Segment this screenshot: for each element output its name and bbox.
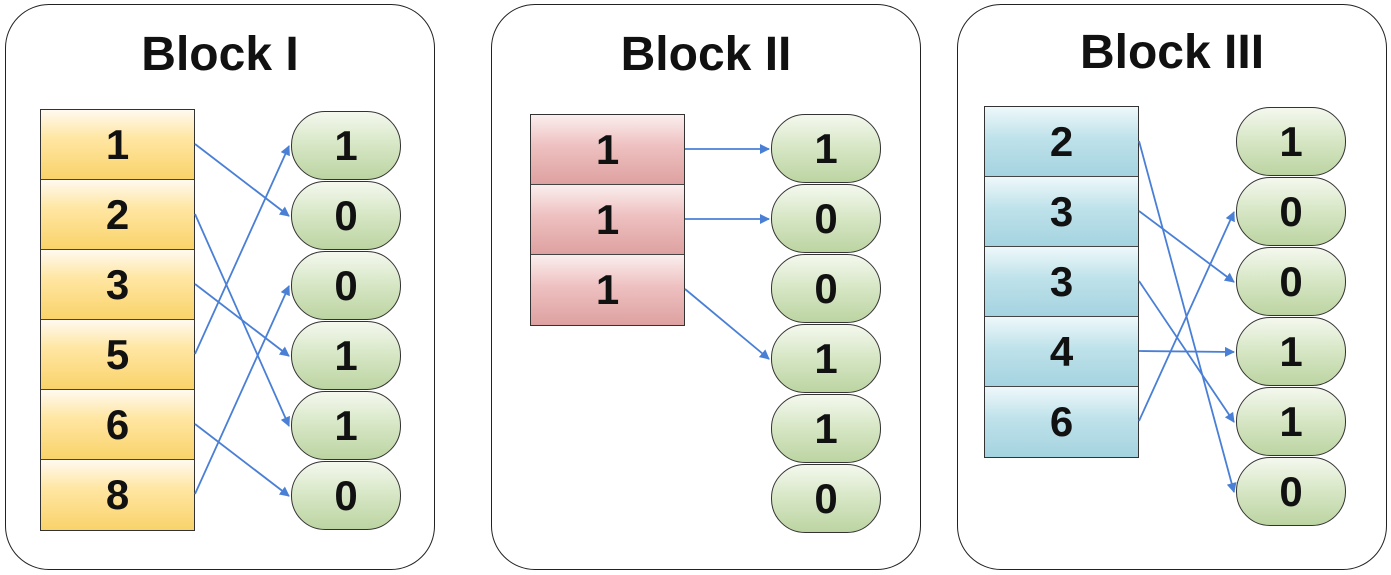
block-3-bit-6: 0 <box>1236 457 1346 526</box>
block-2-input-cell-1: 1 <box>531 115 684 185</box>
block-2-title: Block II <box>620 28 792 81</box>
block-3-bit-5: 1 <box>1236 387 1346 456</box>
block-1-input-cell-1: 1 <box>41 110 194 180</box>
block-3-bit-1: 1 <box>1236 107 1346 176</box>
block-3-input-cell-3: 3 <box>985 247 1138 317</box>
block-3-bit-2: 0 <box>1236 177 1346 246</box>
block-1-input-column: 1 2 3 5 6 8 <box>40 109 195 531</box>
block-2-bit-6: 0 <box>771 464 881 533</box>
block-1-bit-1: 1 <box>291 111 401 180</box>
block-1-input-cell-2: 2 <box>41 180 194 250</box>
block-1-input-cell-6: 8 <box>41 460 194 530</box>
block-1-input-cell-5: 6 <box>41 390 194 460</box>
block-1-bit-4: 1 <box>291 321 401 390</box>
block-2-bit-3: 0 <box>771 254 881 323</box>
block-3-input-cell-4: 4 <box>985 317 1138 387</box>
block-1-bit-2: 0 <box>291 181 401 250</box>
block-2-bit-4: 1 <box>771 324 881 393</box>
block-2-input-column: 1 1 1 <box>530 114 685 326</box>
block-3-input-cell-1: 2 <box>985 107 1138 177</box>
block-2-input-cell-3: 1 <box>531 255 684 325</box>
block-1-title: Block I <box>141 28 299 81</box>
block-3-title: Block III <box>1079 26 1265 79</box>
block-3-input-cell-2: 3 <box>985 177 1138 247</box>
block-2-input-cell-2: 1 <box>531 185 684 255</box>
block-1-input-cell-4: 5 <box>41 320 194 390</box>
block-2-bit-1: 1 <box>771 114 881 183</box>
block-3-input-column: 2 3 3 4 6 <box>984 106 1139 458</box>
block-1-bit-6: 0 <box>291 461 401 530</box>
block-3-bit-3: 0 <box>1236 247 1346 316</box>
block-2-bit-5: 1 <box>771 394 881 463</box>
block-1-input-cell-3: 3 <box>41 250 194 320</box>
block-3-input-cell-5: 6 <box>985 387 1138 457</box>
block-1-bit-5: 1 <box>291 391 401 460</box>
block-1-bit-3: 0 <box>291 251 401 320</box>
block-2-bit-2: 0 <box>771 184 881 253</box>
block-3-bit-4: 1 <box>1236 317 1346 386</box>
